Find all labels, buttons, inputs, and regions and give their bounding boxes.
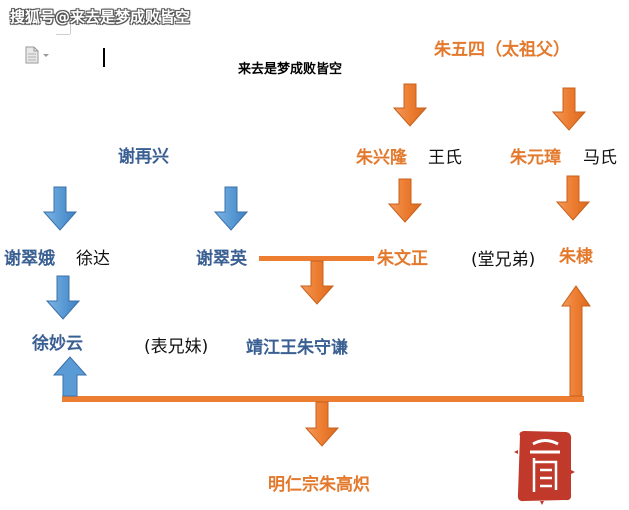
node-xie-cui-e: 谢翠娥 (4, 249, 55, 269)
arrow-up-to-xu-miaoyun (52, 356, 88, 397)
node-zhu-wusi: 朱五四（太祖父） (434, 40, 570, 60)
node-zhu-xinglong: 朱兴隆 (356, 148, 407, 168)
arrow-down-zhu-xinglong-to-zhu-wenzheng (387, 178, 423, 223)
arrow-down-to-zhu-shouqian (299, 260, 335, 305)
arrow-down-to-zhu-gaochi (304, 401, 340, 447)
text-cursor (103, 48, 105, 67)
watermark-text: 搜狐号@来去是梦成败皆空 (10, 8, 191, 26)
node-zhu-wenzheng: 朱文正 (377, 249, 428, 269)
node-xu-da: 徐达 (76, 249, 110, 269)
node-xie-zaixing: 谢再兴 (118, 147, 169, 167)
page-corner-mark (70, 20, 71, 34)
note-siblings: (表兄妹) (144, 337, 209, 357)
connector-xie-cuiying-zhu-wenzheng (259, 256, 374, 261)
seal-stamp (514, 431, 575, 505)
arrow-down-zhu-yuanzhang-to-zhu-di (555, 175, 591, 221)
page-corner-mark (56, 34, 70, 35)
node-zhu-yuanzhang: 朱元璋 (510, 148, 561, 168)
node-xie-cuiying: 谢翠英 (196, 249, 247, 269)
node-zhu-di: 朱棣 (559, 247, 593, 267)
note-cousins: (堂兄弟) (471, 250, 536, 270)
arrow-down-xie-cui-e-to-xu-miaoyun (45, 275, 81, 320)
document-title: 来去是梦成败皆空 (238, 62, 343, 77)
arrow-up-to-zhu-di (561, 285, 591, 397)
node-zhu-gaochi: 明仁宗朱高炽 (268, 475, 370, 495)
node-wang-shi: 王氏 (428, 148, 462, 168)
arrow-down-zhu-wusi-to-zhu-xinglong (392, 83, 428, 127)
arrow-down-zhu-wusi-to-zhu-yuanzhang (551, 87, 587, 131)
arrow-down-xie-zaixing-to-xie-cuiying (213, 186, 249, 231)
arrow-down-xie-zaixing-to-xie-cui-e (42, 186, 78, 231)
node-xu-miaoyun: 徐妙云 (32, 334, 83, 354)
connector-xu-miaoyun-zhu-di (62, 396, 584, 402)
node-zhu-shouqian: 靖江王朱守谦 (246, 338, 348, 358)
node-ma-shi: 马氏 (583, 148, 617, 168)
document-icon[interactable] (24, 46, 54, 64)
